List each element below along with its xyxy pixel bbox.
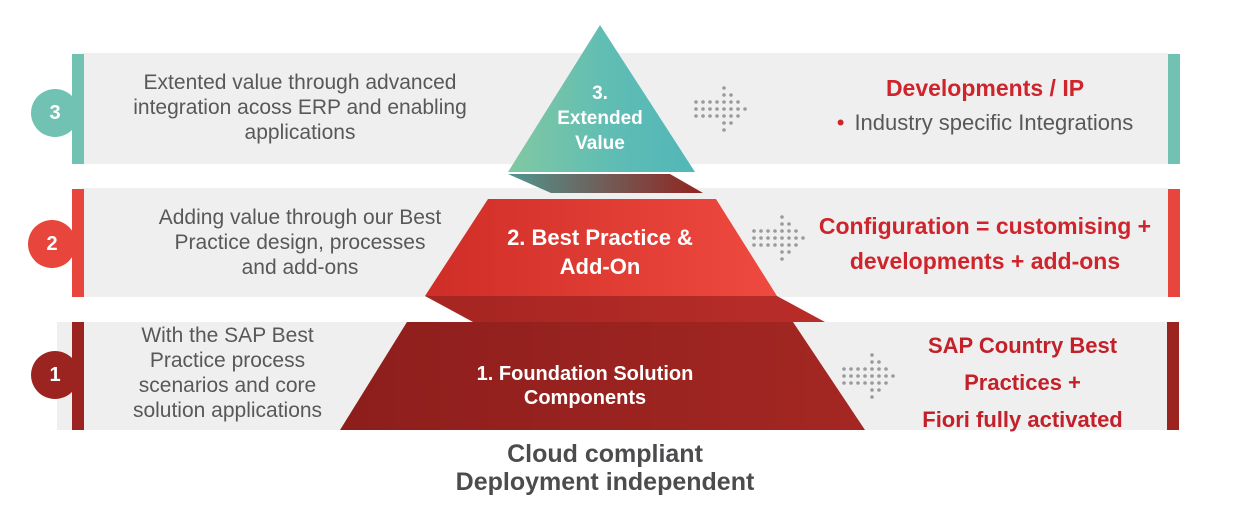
dotted-arrow-right-icon [750, 213, 808, 263]
level-1-right-line: Fiori fully activated [922, 407, 1123, 432]
level-1-description-line: Practice process [149, 349, 306, 372]
level-1-right-annotation: SAP Country Best Practices + Fiori fully… [900, 327, 1145, 438]
level-1-description: With the SAP Best Practice process scena… [95, 323, 360, 423]
level-3-description: Extented value through advanced integrat… [100, 70, 500, 145]
level-2-description-line: and add-ons [241, 256, 359, 279]
tier-3-label: 3. Extended Value [520, 81, 680, 156]
dotted-arrow-right-icon [840, 351, 898, 401]
level-3-heading: Developments / IP [885, 75, 1085, 101]
tier-2-label-line: Add-On [559, 254, 641, 279]
caption: Cloud compliant Deployment independent [350, 440, 860, 496]
level-1-description-line: solution applications [132, 399, 323, 422]
level-2-right-line: developments + add-ons [849, 248, 1121, 274]
tier-1-label-line: 1. Foundation Solution Components [476, 363, 694, 409]
dotted-arrow-right-icon [692, 84, 750, 134]
level-3-number: 3 [49, 101, 61, 124]
level-2-description-line: Adding value through our Best [158, 206, 442, 229]
bullet-icon: • [836, 110, 845, 135]
level-2-accent-bar-left [72, 189, 84, 297]
level-2-badge: 2 [28, 220, 76, 268]
caption-line: Deployment independent [455, 468, 755, 496]
tier-3-label-line: Value [575, 133, 625, 154]
level-3-description-line: applications [244, 121, 356, 144]
level-3-bullet-text: Industry specific Integrations [854, 110, 1134, 135]
tier-3-label-line: Extended [557, 108, 643, 129]
level-3-description-line: Extented value through advanced [143, 71, 457, 94]
level-1-right-line: SAP Country Best [927, 333, 1118, 358]
level-2-description-line: Practice design, processes [174, 231, 426, 254]
pyramid-fold-bottom [425, 296, 825, 322]
level-2-number: 2 [46, 232, 58, 255]
tier-3-label-line: 3. [592, 83, 608, 104]
level-1-badge: 1 [31, 351, 79, 399]
tier-2-label-line: 2. Best Practice & [507, 225, 693, 250]
level-1-accent-bar-right [1167, 322, 1179, 430]
tier-1-label: 1. Foundation Solution Components [420, 362, 750, 410]
level-2-accent-bar-right [1168, 189, 1180, 297]
level-1-description-line: scenarios and core [138, 374, 317, 397]
level-2-right-line: Configuration = customising + [818, 213, 1152, 239]
level-1-number: 1 [49, 363, 61, 386]
level-3-right-annotation: Developments / IP • Industry specific Int… [810, 74, 1160, 136]
level-3-accent-bar-right [1168, 54, 1180, 164]
level-3-description-line: integration acoss ERP and enabling [133, 96, 467, 119]
level-2-right-annotation: Configuration = customising + developmen… [800, 209, 1170, 279]
level-1-description-line: With the SAP Best [141, 324, 314, 347]
level-1-right-line: Practices + [964, 370, 1081, 395]
level-2-description: Adding value through our Best Practice d… [100, 205, 500, 280]
caption-line: Cloud compliant [507, 440, 703, 468]
tier-2-label: 2. Best Practice & Add-On [480, 223, 720, 281]
level-3-bullet-line: • Industry specific Integrations [810, 110, 1160, 136]
level-3-badge: 3 [31, 89, 79, 137]
